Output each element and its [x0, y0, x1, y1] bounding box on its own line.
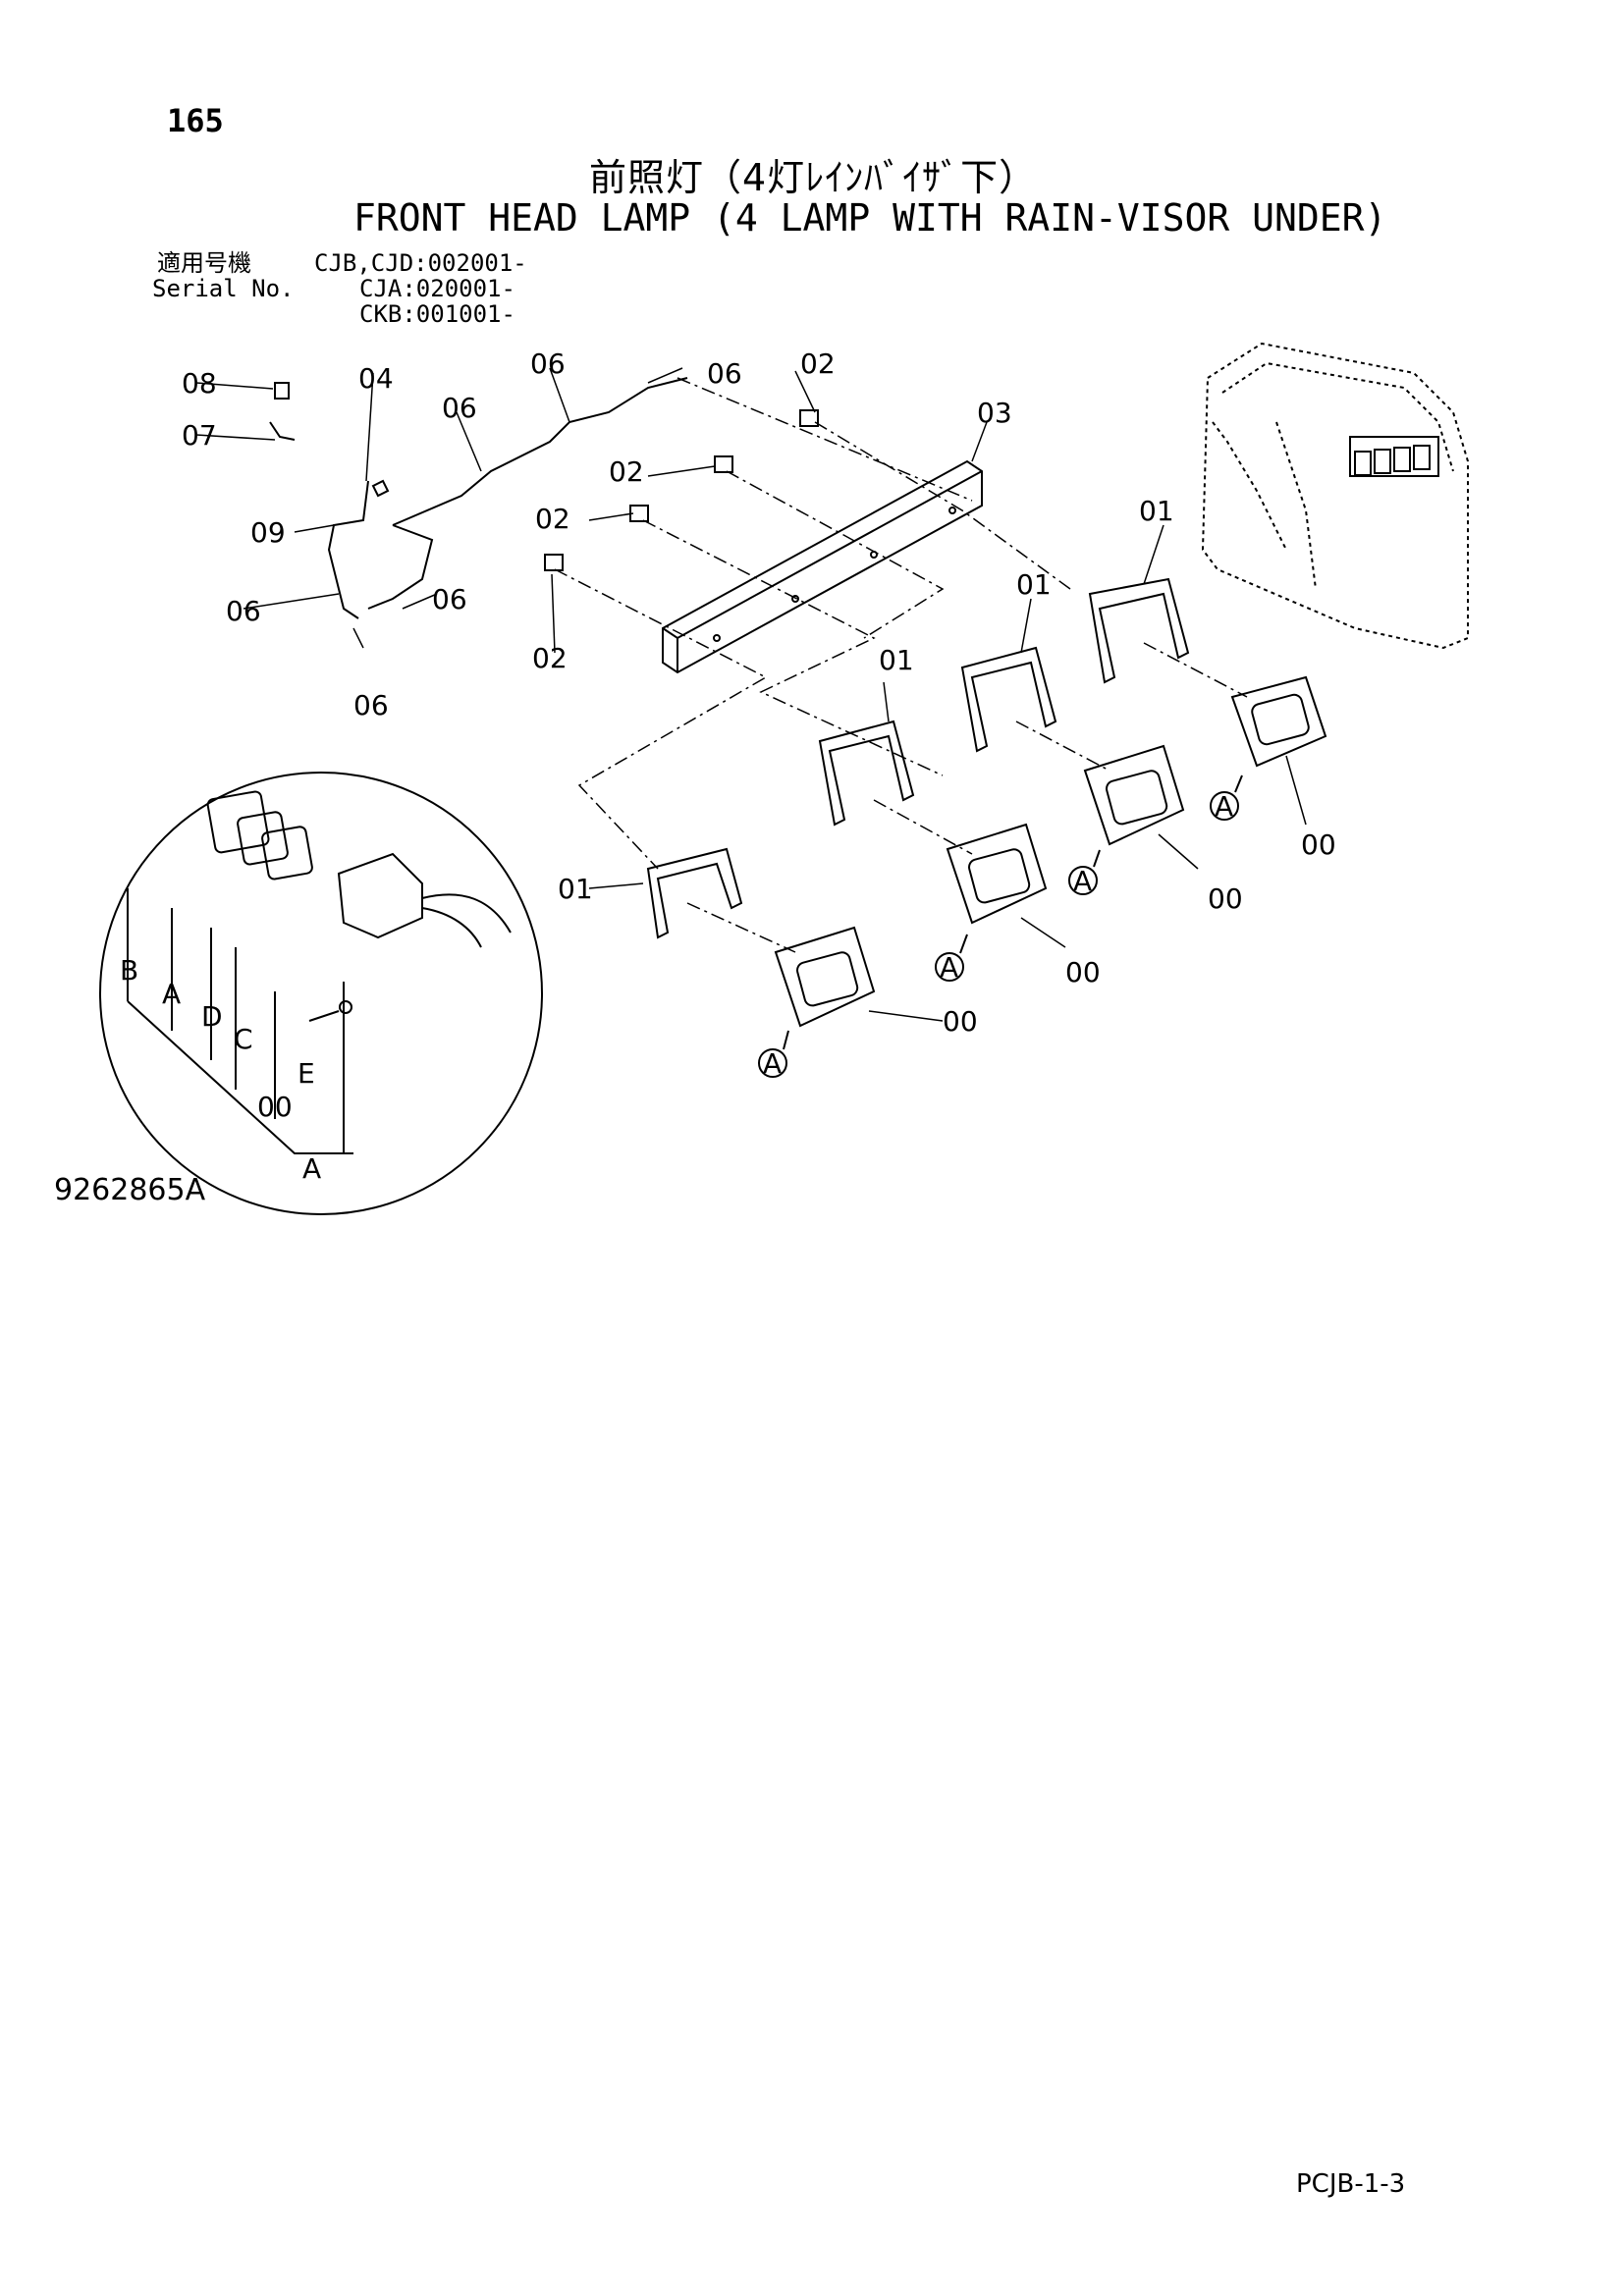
serial-label-ja: 適用号機 — [157, 249, 251, 277]
marker-a-2: A — [940, 951, 958, 984]
callout-06-c: 06 — [432, 583, 467, 615]
callout-01-c: 01 — [879, 644, 914, 676]
callout-02-c: 02 — [535, 503, 570, 535]
marker-a-3: A — [1073, 865, 1092, 897]
callout-09: 09 — [250, 516, 286, 549]
marker-a-4: A — [1215, 790, 1233, 823]
callout-06-b: 06 — [353, 689, 389, 721]
callout-06-e: 06 — [530, 347, 566, 380]
serial-line-3: CKB:001001- — [359, 300, 515, 328]
callout-00-d: 00 — [943, 1005, 978, 1038]
callout-01-a: 01 — [1139, 495, 1174, 527]
cab-lamp-cluster — [1349, 436, 1439, 477]
callout-02-a: 02 — [800, 347, 836, 380]
callout-00-b: 00 — [1208, 882, 1243, 915]
mounting-bar — [662, 459, 983, 674]
detail-label-a-bottom: A — [302, 1152, 321, 1185]
title-english: FRONT HEAD LAMP (4 LAMP WITH RAIN-VISOR … — [353, 196, 1387, 240]
callout-01-b: 01 — [1016, 568, 1052, 601]
leader-lines — [195, 367, 1307, 1022]
detail-label-00: 00 — [257, 1091, 293, 1123]
drawing-number: 9262865A — [54, 1173, 206, 1207]
lamp-brackets — [646, 577, 1190, 939]
callout-00-c: 00 — [1065, 956, 1101, 988]
detail-label-c: C — [234, 1023, 253, 1055]
cab-outline — [1201, 342, 1469, 650]
title-japanese: 前照灯（4灯ﾚｲﾝﾊﾞｲｻﾞ下） — [589, 156, 1038, 199]
detail-label-a: A — [162, 978, 181, 1010]
callout-00-a: 00 — [1301, 828, 1336, 861]
callout-06-d: 06 — [442, 392, 477, 424]
callout-04: 04 — [358, 362, 394, 395]
marker-a-1: A — [763, 1047, 782, 1080]
leader-dash-lines — [554, 377, 1248, 953]
page-code: PCJB-1-3 — [1296, 2169, 1406, 2199]
detail-label-b: B — [120, 954, 138, 987]
detail-view — [99, 772, 543, 1215]
detail-label-d: D — [201, 1000, 223, 1033]
wire-harness — [269, 377, 688, 619]
serial-label-en: Serial No. — [152, 275, 295, 302]
callout-03: 03 — [977, 397, 1012, 429]
serial-line-2: CJA:020001- — [359, 275, 515, 302]
bolts — [544, 409, 819, 571]
callout-08: 08 — [182, 367, 217, 400]
head-lamps — [774, 675, 1327, 1028]
callout-07: 07 — [182, 419, 217, 452]
serial-line-1: CJB,CJD:002001- — [314, 249, 527, 277]
callout-06-f: 06 — [707, 357, 742, 390]
callout-06-a: 06 — [226, 595, 261, 627]
a-markers — [758, 774, 1243, 1078]
callout-02-b: 02 — [609, 455, 644, 488]
callout-labels: 08 07 04 09 06 06 06 06 06 06 02 02 02 0… — [120, 347, 1336, 1185]
callout-01-d: 01 — [558, 873, 593, 905]
page-number: 165 — [167, 102, 224, 139]
detail-label-e: E — [298, 1057, 315, 1090]
callout-02-d: 02 — [532, 642, 568, 674]
